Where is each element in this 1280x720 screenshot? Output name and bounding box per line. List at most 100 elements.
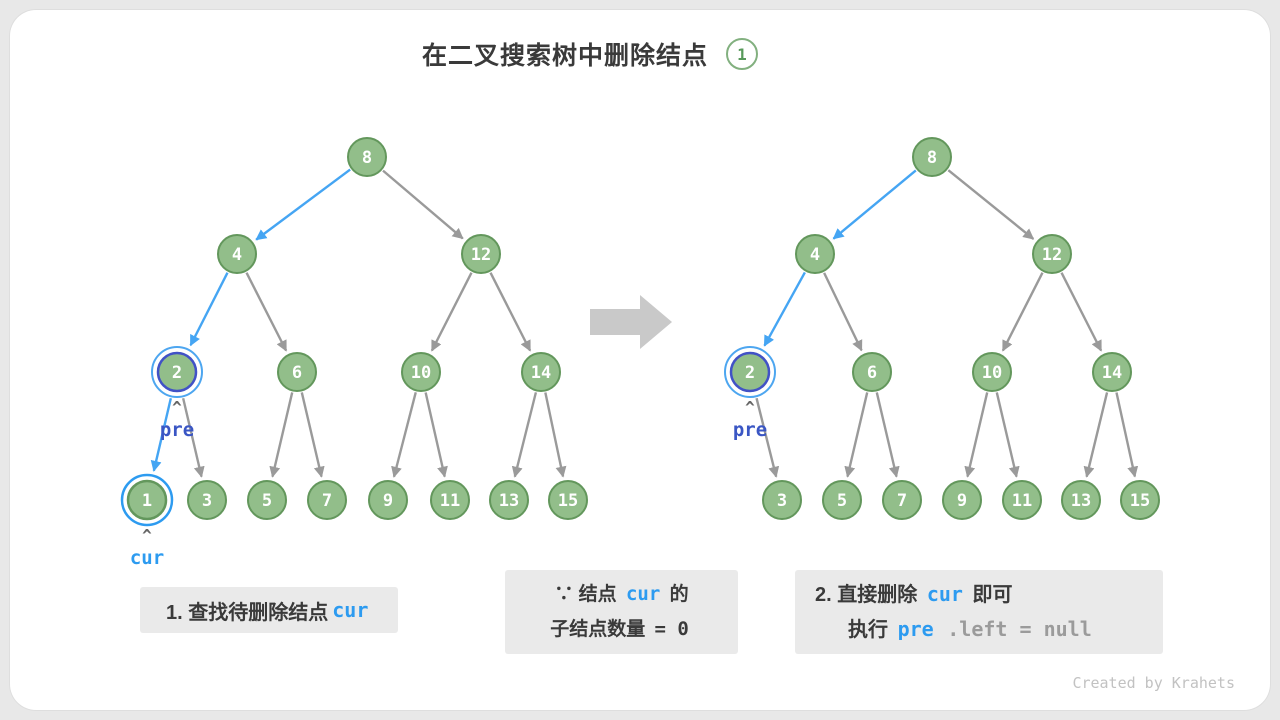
node-value: 3 — [202, 491, 212, 511]
tree-node-9: 9 — [942, 480, 982, 520]
caption-step1-text: 1. 查找待删除结点 — [166, 601, 329, 624]
tree-node-11: 11 — [430, 480, 470, 520]
node-value: 11 — [440, 491, 460, 511]
node-value: 12 — [471, 245, 491, 265]
caption-step2-cur-code: cur — [926, 582, 963, 606]
node-value: 12 — [1042, 245, 1062, 265]
tree-node-12: 12 — [461, 234, 501, 274]
node-circle — [401, 352, 441, 392]
node-value: 9 — [957, 491, 967, 511]
tree-edge-6-5 — [844, 392, 869, 478]
node-circle — [217, 234, 257, 274]
tree-edge-14-13 — [1083, 392, 1109, 478]
caption-condition-count-code: = 0 — [654, 618, 689, 640]
tree-edge-4-2 — [189, 272, 229, 347]
tree-edge-14-15 — [544, 392, 567, 478]
caption-condition-text2: 的 — [669, 584, 689, 605]
tree-edge-14-13 — [511, 392, 538, 478]
node-circle — [795, 234, 835, 274]
tree-node-3: 3 — [187, 480, 227, 520]
tree-node-14: 14 — [1092, 352, 1132, 392]
node-value: 7 — [322, 491, 332, 511]
node-circle — [852, 352, 892, 392]
pointer-label-cur: cur — [130, 547, 164, 569]
tree-node-15: 15 — [548, 480, 588, 520]
tree-edge-6-7 — [300, 392, 325, 478]
caption-step2: 2. 直接删除 cur 即可 执行 pre .left = null — [795, 570, 1163, 654]
tree-edge-4-6 — [245, 272, 288, 352]
caption-step1: 1. 查找待删除结点 cur — [140, 587, 399, 633]
tree-node-13: 13 — [1061, 480, 1101, 520]
caption-step2-text2: 即可 — [972, 584, 1013, 606]
node-circle — [489, 480, 529, 520]
node-value: 15 — [1130, 491, 1150, 511]
node-value: 4 — [810, 245, 820, 265]
tree-edge-10-9 — [391, 392, 417, 478]
caret-up-icon: ^ — [745, 398, 755, 417]
caption-step2-null-code: .left = null — [947, 617, 1092, 641]
node-circle — [942, 480, 982, 520]
caption-condition-line2: 子结点数量 = 0 — [513, 612, 730, 647]
node-circle — [1120, 480, 1160, 520]
title-step-badge: 1 — [726, 38, 758, 70]
node-circle — [822, 480, 862, 520]
pre-highlight-ring — [151, 346, 203, 398]
tree-node-7: 7 — [307, 480, 347, 520]
node-value: 2 — [745, 363, 755, 383]
tree-node-4: 4 — [795, 234, 835, 274]
caret-up-icon: ^ — [172, 398, 182, 417]
caption-condition-cur-code: cur — [625, 583, 661, 605]
tree-node-13: 13 — [489, 480, 529, 520]
node-circle — [277, 352, 317, 392]
tree-edge-12-10 — [1001, 272, 1044, 352]
tree-edge-14-15 — [1115, 392, 1139, 478]
node-circle — [461, 234, 501, 274]
tree-edge-2-1 — [150, 398, 173, 472]
node-value: 8 — [927, 148, 937, 168]
caption-condition-text1: ∵ 结点 — [554, 584, 617, 605]
tree-edge-2-3 — [755, 397, 780, 478]
node-value: 5 — [262, 491, 272, 511]
tree-node-10: 10 — [972, 352, 1012, 392]
node-value: 4 — [232, 245, 242, 265]
tree-node-14: 14 — [521, 352, 561, 392]
caption-step1-cur-code: cur — [332, 598, 369, 622]
tree-edge-4-2 — [763, 271, 806, 347]
node-circle — [1032, 234, 1072, 274]
caption-step2-pre-code: pre — [897, 617, 934, 641]
node-circle — [729, 351, 771, 393]
pointer-label-pre: pre — [160, 419, 194, 441]
tree-node-6: 6 — [852, 352, 892, 392]
tree-edge-12-10 — [430, 272, 473, 352]
tree-node-7: 7 — [882, 480, 922, 520]
page-title: 在二叉搜索树中删除结点 — [421, 42, 708, 70]
tree-edge-8-12 — [382, 169, 464, 240]
node-value: 1 — [142, 491, 152, 511]
node-value: 3 — [777, 491, 787, 511]
tree-edge-6-7 — [875, 392, 900, 478]
caption-step2-text1: 2. 直接删除 — [815, 584, 918, 606]
node-circle — [882, 480, 922, 520]
tree-node-3: 3 — [762, 480, 802, 520]
tree-node-1: 1 — [120, 473, 174, 527]
tree-edge-2-3 — [181, 398, 205, 478]
node-value: 13 — [499, 491, 519, 511]
node-circle — [368, 480, 408, 520]
pre-highlight-ring — [724, 346, 776, 398]
node-value: 13 — [1071, 491, 1091, 511]
tree-node-15: 15 — [1120, 480, 1160, 520]
tree-node-8: 8 — [912, 137, 952, 177]
node-value: 11 — [1012, 491, 1032, 511]
tree-node-2: 2 — [151, 346, 203, 398]
node-value: 6 — [292, 363, 302, 383]
tree-edge-4-6 — [823, 272, 863, 352]
caption-step2-line1: 2. 直接删除 cur 即可 — [815, 577, 1143, 612]
tree-edge-8-4 — [832, 169, 917, 240]
node-value: 10 — [982, 363, 1002, 383]
node-circle — [912, 137, 952, 177]
tree-edge-12-14 — [1060, 272, 1103, 352]
node-circle — [548, 480, 588, 520]
tree-node-9: 9 — [368, 480, 408, 520]
tree-edge-12-14 — [489, 272, 532, 352]
